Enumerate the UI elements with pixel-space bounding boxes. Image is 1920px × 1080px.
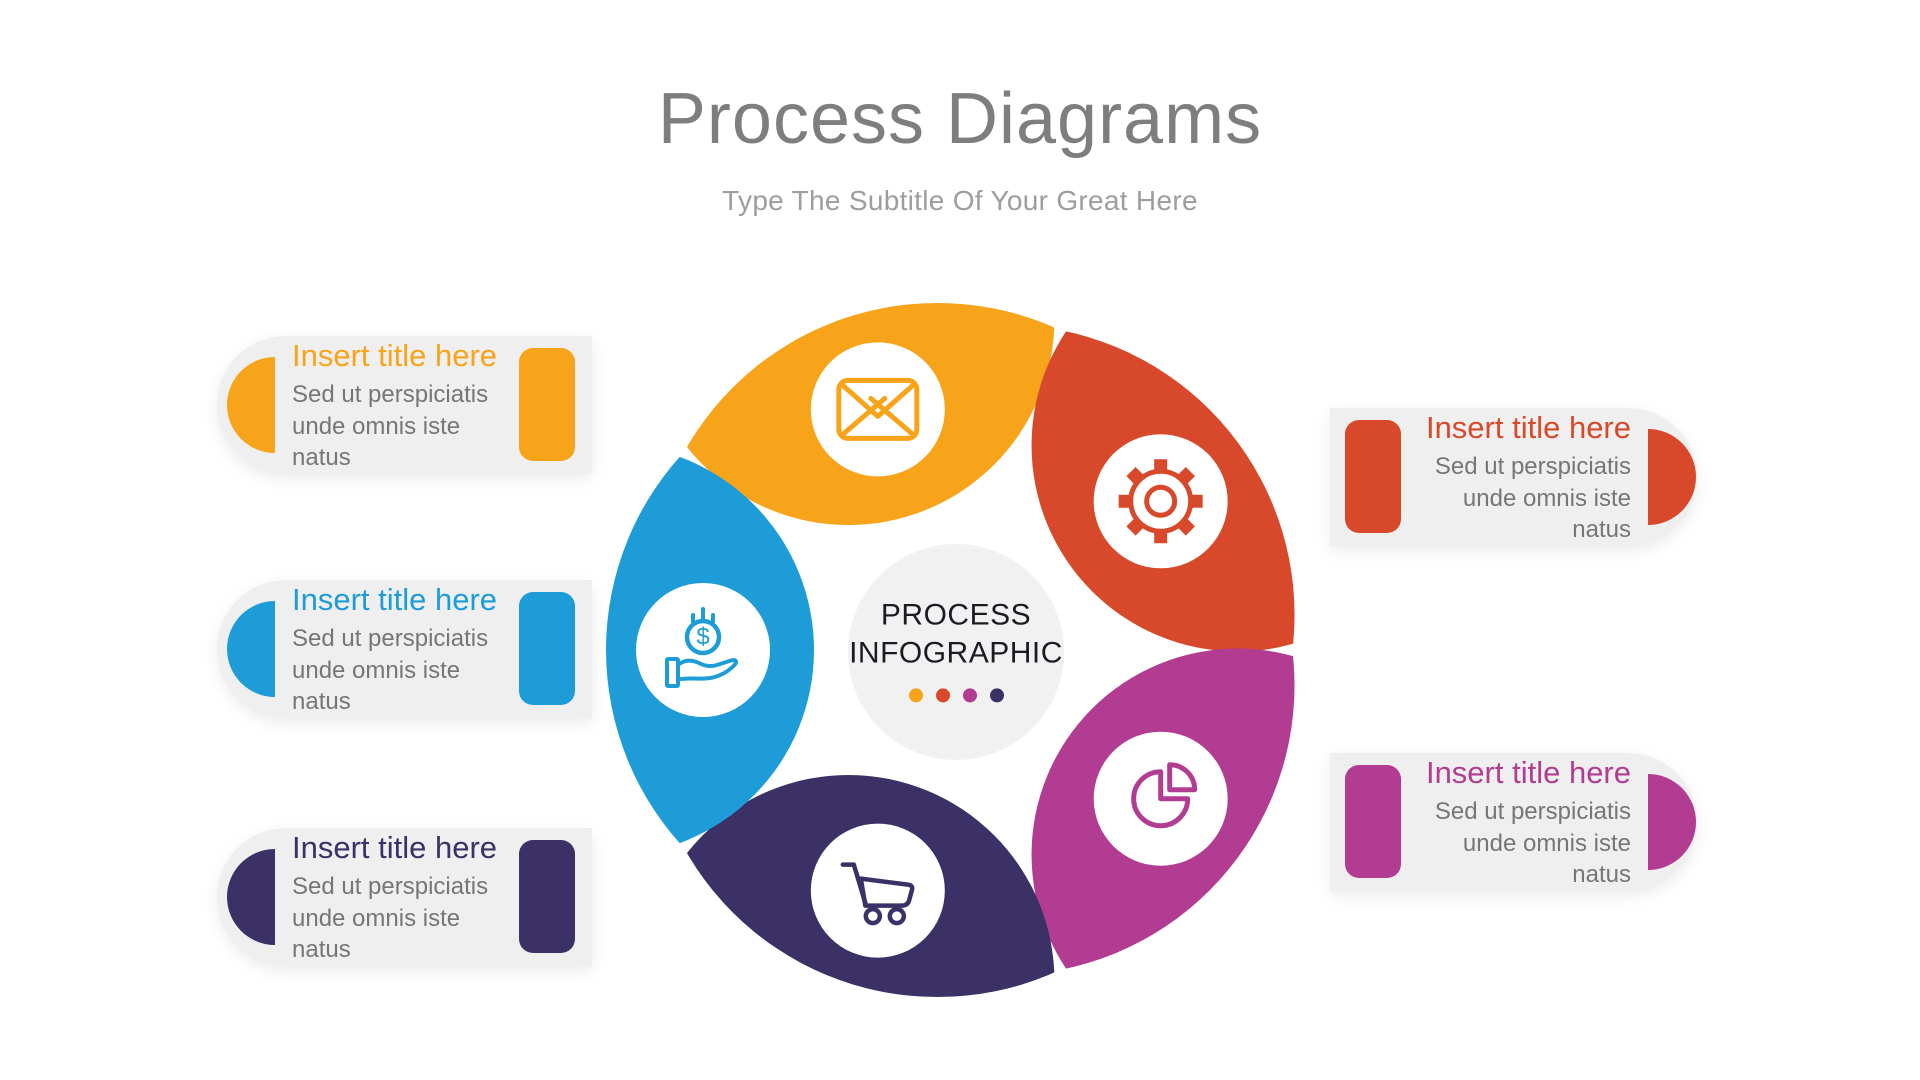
card-body: Sed ut perspiciatis unde omnis iste natu… bbox=[292, 625, 489, 715]
icon-circle bbox=[810, 342, 945, 477]
accent-pill-shape bbox=[519, 592, 575, 705]
pie-chart-icon bbox=[1131, 762, 1198, 829]
icon-circle bbox=[1093, 434, 1228, 569]
card-title: Insert title here bbox=[292, 830, 498, 866]
accent-pill-shape bbox=[1345, 765, 1401, 878]
accent-pill-shape bbox=[1345, 420, 1401, 533]
center-title-line2: INFOGRAPHIC bbox=[849, 636, 1063, 670]
card-text: Insert title here Sed ut perspiciatis un… bbox=[1330, 409, 1697, 545]
info-card-right-1: Insert title here Sed ut perspiciatis un… bbox=[1330, 408, 1697, 546]
center-title-line1: PROCESS bbox=[880, 598, 1032, 632]
card-body: Sed ut perspiciatis unde omnis iste natu… bbox=[1434, 453, 1631, 543]
accent-pill-shape bbox=[519, 348, 575, 461]
center-title: PROCESS INFOGRAPHIC bbox=[826, 596, 1086, 672]
card-body: Sed ut perspiciatis unde omnis iste natu… bbox=[1434, 798, 1631, 888]
petal-mail bbox=[647, 302, 1055, 526]
dot-red bbox=[935, 688, 950, 703]
hand-coin-icon: $ bbox=[665, 607, 739, 688]
info-card-left-3: Insert title here Sed ut perspiciatis un… bbox=[217, 828, 592, 966]
progress-dots bbox=[908, 688, 1004, 703]
dot-purple bbox=[989, 688, 1004, 703]
petal-shopping bbox=[647, 774, 1055, 998]
accent-pill-shape bbox=[519, 840, 575, 953]
page-subtitle: Type The Subtitle Of Your Great Here bbox=[722, 185, 1198, 217]
card-title: Insert title here bbox=[1425, 410, 1631, 446]
center-label: PROCESS INFOGRAPHIC bbox=[826, 596, 1086, 707]
gear-icon bbox=[1118, 459, 1203, 544]
dot-orange bbox=[908, 688, 923, 703]
shopping-cart-icon bbox=[840, 862, 915, 926]
icon-circle bbox=[810, 823, 945, 958]
header: Process Diagrams Type The Subtitle Of Yo… bbox=[0, 79, 1920, 217]
info-card-left-2: Insert title here Sed ut perspiciatis un… bbox=[217, 580, 592, 718]
card-body: Sed ut perspiciatis unde omnis iste natu… bbox=[292, 381, 489, 471]
petal-finance bbox=[606, 444, 814, 856]
card-text: Insert title here Sed ut perspiciatis un… bbox=[217, 337, 592, 473]
center-circle bbox=[848, 544, 1064, 760]
card-text: Insert title here Sed ut perspiciatis un… bbox=[1330, 754, 1697, 890]
card-text: Insert title here Sed ut perspiciatis un… bbox=[217, 581, 592, 717]
process-flower-diagram: $ PROCESS INFOGRAPHIC bbox=[606, 300, 1306, 1000]
dollar-sign: $ bbox=[696, 624, 709, 651]
dot-magenta bbox=[962, 688, 977, 703]
icon-circle bbox=[636, 583, 770, 717]
card-title: Insert title here bbox=[1425, 755, 1631, 791]
card-title: Insert title here bbox=[292, 582, 498, 618]
card-body: Sed ut perspiciatis unde omnis iste natu… bbox=[292, 873, 489, 963]
page-title: Process Diagrams bbox=[657, 79, 1263, 159]
info-card-right-2: Insert title here Sed ut perspiciatis un… bbox=[1330, 753, 1697, 891]
flower-svg: $ bbox=[606, 302, 1295, 998]
card-title: Insert title here bbox=[292, 338, 498, 374]
info-card-left-1: Insert title here Sed ut perspiciatis un… bbox=[217, 336, 592, 474]
envelope-icon bbox=[836, 377, 920, 441]
card-text: Insert title here Sed ut perspiciatis un… bbox=[217, 829, 592, 965]
